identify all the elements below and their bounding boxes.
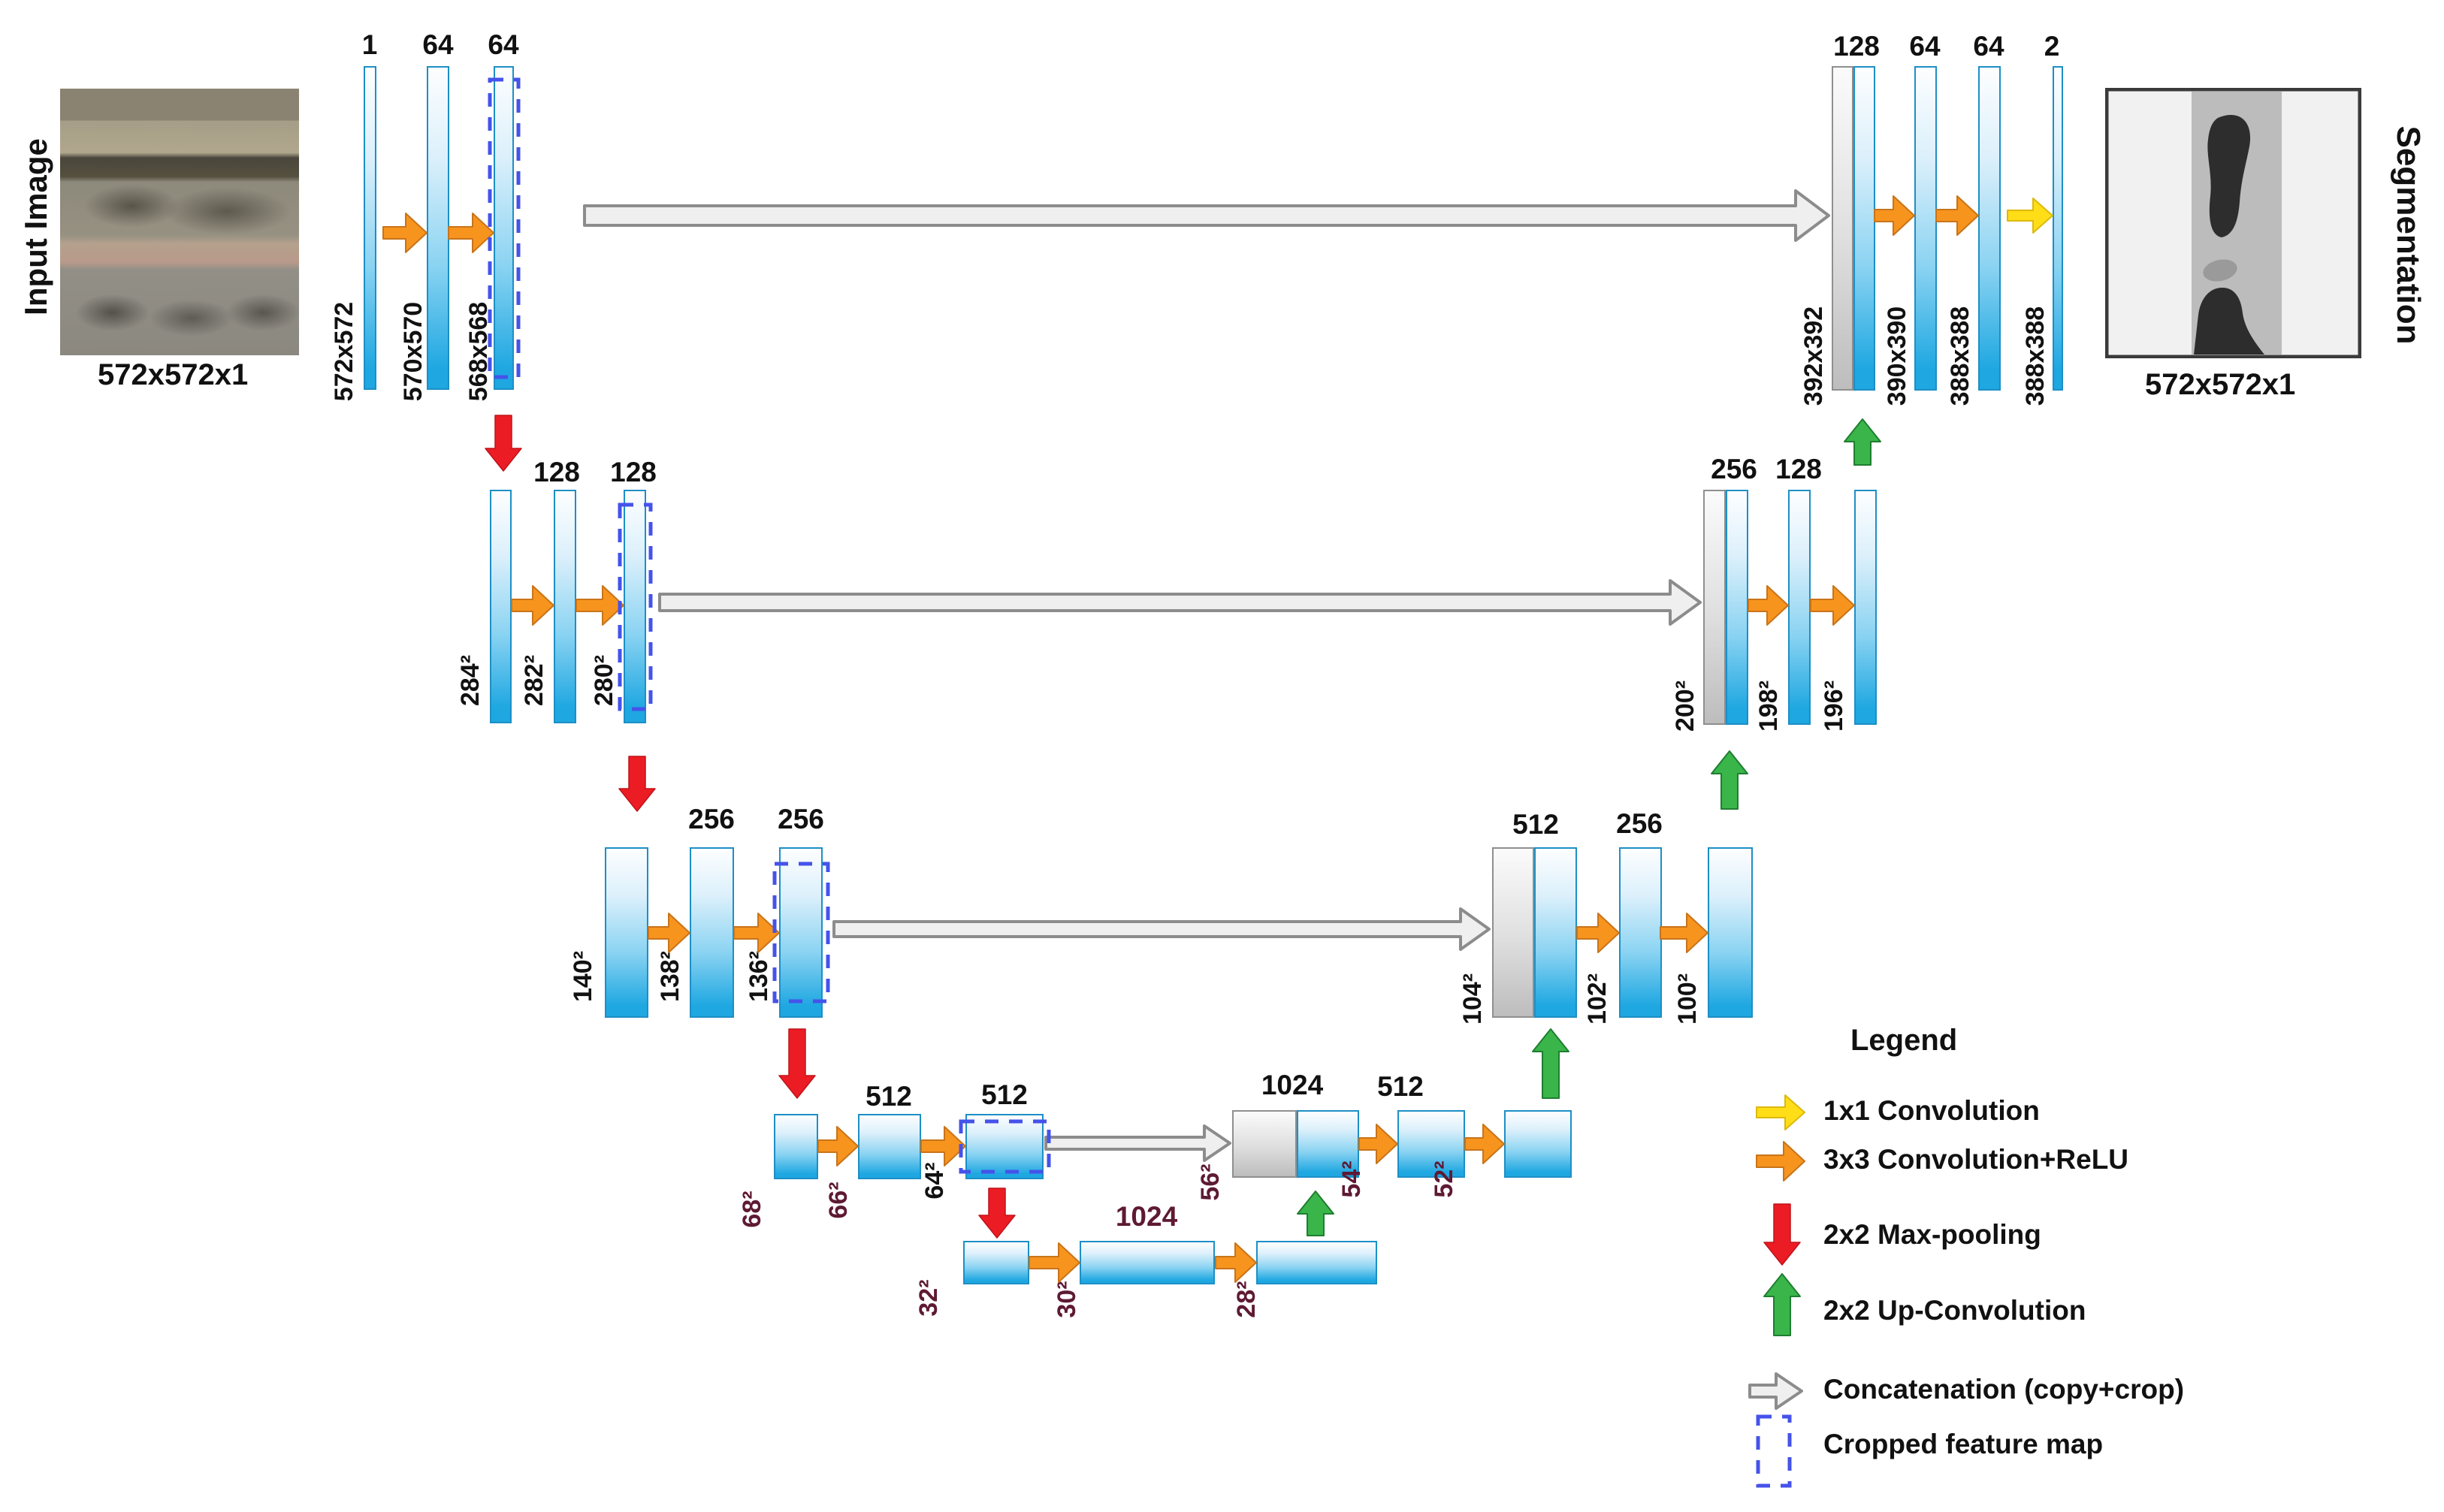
cropped-feature-map-outline (1756, 1414, 1792, 1488)
cropped-feature-map-outline (959, 1119, 1051, 1174)
conv3x3-arrow-icon (1576, 913, 1620, 953)
legend-item-label: 3x3 Convolution+ReLU (1823, 1144, 2129, 1175)
conv3x3-arrow-icon (1935, 195, 1979, 236)
copied-feature-map-bar (1703, 490, 1726, 725)
segmentation-blob-bottom (2194, 288, 2264, 355)
copied-feature-map-bar (1232, 1110, 1297, 1178)
conv3x3-arrow-icon (1029, 1242, 1080, 1283)
maxpool-arrow-icon (978, 1188, 1016, 1239)
conv3x3-arrow-icon (448, 213, 494, 253)
channel-count-label: 1 (361, 29, 378, 60)
channel-count-label: 128 (1833, 31, 1880, 62)
input-size-caption: 572x572x1 (98, 358, 249, 391)
feature-map-bar (554, 490, 576, 723)
channel-count-label: 512 (981, 1079, 1028, 1110)
channel-count-label: 512 (1377, 1071, 1424, 1102)
maxpool-arrow-icon (778, 1028, 816, 1099)
conv3x3-arrow-icon (1748, 585, 1789, 626)
conv3x3-arrow-icon (1756, 1141, 1805, 1182)
channel-count-label: 2 (2044, 31, 2060, 62)
conv3x3-arrow-icon (382, 213, 427, 253)
feature-map-bar (364, 66, 376, 390)
feature-map-bar (1914, 66, 1937, 391)
feature-map-bar (1297, 1110, 1359, 1178)
channel-count-label: 256 (778, 804, 824, 834)
segmentation-blob-top (2207, 115, 2251, 237)
upconv-arrow-icon (1297, 1191, 1334, 1236)
concat-arrow-icon (1748, 1372, 1803, 1410)
copied-feature-map-bar (1492, 847, 1534, 1018)
channel-count-label: 128 (610, 457, 657, 487)
maxpool-arrow-icon (618, 756, 656, 812)
channel-count-label: 1024 (1115, 1201, 1178, 1232)
legend-item-label: 2x2 Up-Convolution (1823, 1295, 2086, 1326)
conv3x3-arrow-icon (511, 585, 554, 626)
conv3x3-arrow-icon (1810, 585, 1855, 626)
feature-map-bar (624, 490, 646, 723)
maxpool-arrow-icon (1763, 1203, 1801, 1266)
concat-arrow-icon (583, 189, 1830, 242)
feature-map-bar (494, 66, 514, 390)
conv1x1-arrow-icon (1756, 1094, 1805, 1130)
segmentation-image (2105, 88, 2361, 358)
feature-map-bar (779, 847, 823, 1018)
legend-item-label: Cropped feature map (1823, 1429, 2104, 1459)
channel-count-label: 512 (1512, 809, 1559, 840)
conv3x3-arrow-icon (920, 1126, 966, 1166)
segmentation-size-caption: 572x572x1 (2145, 368, 2296, 401)
channel-count-label: 128 (533, 457, 580, 487)
conv3x3-arrow-icon (733, 913, 780, 953)
conv3x3-arrow-icon (1464, 1124, 1505, 1164)
maxpool-arrow-icon (485, 415, 522, 472)
copied-feature-map-bar (1832, 66, 1853, 391)
channel-count-label: 64 (488, 29, 519, 60)
feature-map-bar (1080, 1241, 1215, 1284)
legend-item-label: 2x2 Max-pooling (1823, 1219, 2041, 1250)
channel-count-label: 128 (1775, 454, 1822, 484)
conv3x3-arrow-icon (1660, 913, 1708, 953)
conv3x3-arrow-icon (1874, 195, 1915, 236)
upconv-arrow-icon (1844, 418, 1881, 466)
cropped-feature-map-outline (618, 502, 653, 711)
input-photo (60, 89, 299, 355)
legend-item-label: Concatenation (copy+crop) (1823, 1374, 2185, 1405)
channel-count-label: 256 (688, 804, 735, 834)
legend-item-label: 1x1 Convolution (1823, 1095, 2040, 1126)
conv3x3-arrow-icon (817, 1126, 859, 1166)
channel-count-label: 512 (866, 1081, 912, 1112)
feature-map-bar (965, 1114, 1044, 1179)
upconv-arrow-icon (1763, 1273, 1801, 1336)
conv3x3-arrow-icon (576, 585, 624, 626)
concat-arrow-icon (832, 907, 1491, 951)
feature-map-bar (2053, 66, 2063, 391)
feature-map-bar (1854, 490, 1877, 725)
segmentation-blob-middle (2203, 259, 2237, 282)
channel-count-label: 256 (1616, 808, 1663, 839)
channel-count-label: 256 (1711, 454, 1757, 484)
conv3x3-arrow-icon (648, 913, 690, 953)
concat-arrow-icon (1044, 1124, 1231, 1162)
cropped-feature-map-outline (488, 77, 521, 379)
upconv-arrow-icon (1711, 750, 1748, 810)
conv3x3-arrow-icon (1215, 1242, 1257, 1283)
cropped-feature-map-outline (772, 862, 830, 1003)
channel-count-label: 1024 (1261, 1070, 1324, 1100)
channel-count-label: 64 (1909, 31, 1941, 62)
feature-map-bar (1978, 66, 2001, 391)
feature-map-bar (1397, 1110, 1465, 1178)
concat-arrow-icon (658, 579, 1702, 626)
channel-count-label: 64 (422, 29, 454, 60)
conv3x3-arrow-icon (1358, 1124, 1398, 1164)
feature-map-bar (1853, 66, 1875, 391)
conv1x1-arrow-icon (2007, 198, 2053, 234)
feature-map-bar (1708, 847, 1753, 1018)
legend-title: Legend (1850, 1024, 1958, 1057)
channel-count-label: 64 (1973, 31, 2004, 62)
upconv-arrow-icon (1532, 1028, 1569, 1099)
